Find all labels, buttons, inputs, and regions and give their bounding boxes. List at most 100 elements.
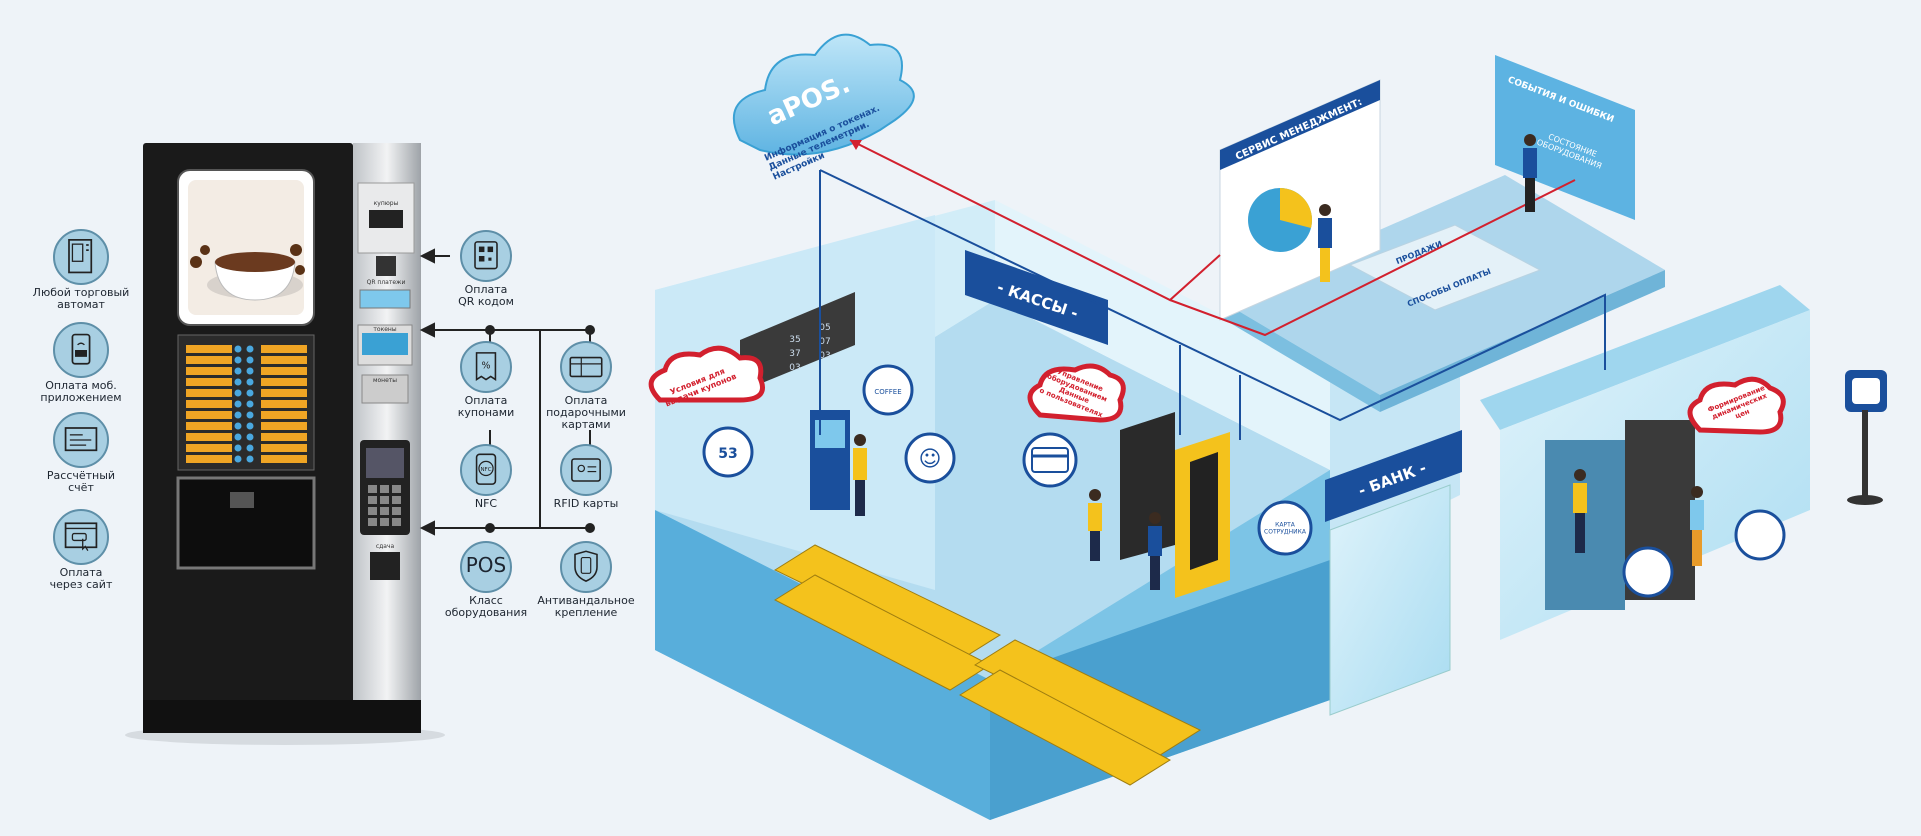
bubble-qr xyxy=(1622,546,1674,598)
rfid-card-icon xyxy=(571,458,601,482)
selection-button xyxy=(246,422,254,430)
payment-nfc-circle: NFC xyxy=(460,444,512,496)
selection-slot xyxy=(186,345,232,353)
browser-click-icon xyxy=(64,522,98,552)
selection-slot xyxy=(186,444,232,452)
red-link-2 xyxy=(1169,179,1576,337)
machine-label-change: сдача xyxy=(376,543,395,550)
selection-slot xyxy=(186,455,232,463)
keypad-key xyxy=(380,485,389,493)
blue-link-2 xyxy=(819,169,1606,422)
nfc-icon: NFC xyxy=(475,453,497,485)
bubble-card-icon xyxy=(1031,447,1069,473)
selection-slot xyxy=(186,356,232,364)
keypad-key xyxy=(392,496,401,504)
selection-slot xyxy=(261,422,307,430)
board-cell-2: 37 xyxy=(789,349,800,359)
selection-button xyxy=(234,345,242,353)
keypad-key xyxy=(392,518,401,526)
feature-website-label: Оплата через сайт xyxy=(49,566,113,591)
selection-slot xyxy=(261,400,307,408)
network-lines xyxy=(819,139,1606,440)
keypad-key xyxy=(368,518,377,526)
departure-board: 35 05 37 07 03 03 xyxy=(740,292,855,392)
selection-button xyxy=(234,455,242,463)
selection-button xyxy=(246,378,254,386)
selection-slot xyxy=(186,422,232,430)
board-cell-1: 05 xyxy=(819,323,830,333)
sales-table: ПРОДАЖИ СПОСОБЫ ОПЛАТЫ xyxy=(1348,224,1542,311)
shield-terminal-icon xyxy=(574,550,598,582)
red-cloud-coupons: Условия длявыдачи купонов xyxy=(648,345,765,409)
feature-invoice-label: Рассчётный счёт xyxy=(46,469,116,494)
bubble-phone xyxy=(1734,509,1786,561)
payment-nfc-label: NFC xyxy=(474,497,498,510)
payment-qr-circle xyxy=(460,230,512,282)
selection-slot xyxy=(261,455,307,463)
selection-slot xyxy=(186,378,232,386)
selection-slot xyxy=(261,444,307,452)
selection-slot xyxy=(261,433,307,441)
selection-button xyxy=(246,367,254,375)
selection-slot xyxy=(261,345,307,353)
payment-antivandal-circle xyxy=(560,541,612,593)
selection-button xyxy=(246,455,254,463)
selection-button xyxy=(234,389,242,397)
selection-slot xyxy=(186,367,232,375)
gift-card-icon xyxy=(569,356,603,378)
coffee-vending-machine xyxy=(125,143,445,745)
selection-slot xyxy=(261,389,307,397)
invoice-icon xyxy=(64,427,98,452)
keypad-key xyxy=(392,507,401,515)
payment-arrows xyxy=(419,248,595,536)
selection-button xyxy=(234,411,242,419)
red-cloud-dynamic: Формированиединамическихцен xyxy=(1687,376,1786,435)
board-cell-5: 03 xyxy=(819,351,830,361)
kiosk xyxy=(810,410,850,510)
machine-label-tokens: токены xyxy=(373,326,396,333)
events-board: СОБЫТИЯ И ОШИБКИ СОСТОЯНИЕОБОРУДОВАНИЯ xyxy=(1495,55,1635,220)
payment-giftcards-circle xyxy=(560,341,612,393)
board-cell-3: 07 xyxy=(819,337,830,347)
feature-invoice-circle xyxy=(53,412,109,468)
payment-coupons-circle: % xyxy=(460,341,512,393)
benches xyxy=(773,544,1202,786)
board-cell-0: 35 xyxy=(789,335,800,345)
keypad-key xyxy=(368,496,377,504)
selection-button xyxy=(234,400,242,408)
hall-vending-machines xyxy=(1120,412,1230,598)
bubble-smile xyxy=(904,432,956,484)
cashier-sign: - КАССЫ - xyxy=(965,250,1108,345)
selection-button xyxy=(234,444,242,452)
machine-label-qr: QR платежи xyxy=(367,279,406,286)
payment-pos-label: Класс оборудования xyxy=(444,594,528,619)
selection-button xyxy=(234,356,242,364)
svg-text:%: % xyxy=(482,361,491,372)
svg-text:NFC: NFC xyxy=(480,467,491,473)
payment-rfid-circle xyxy=(560,444,612,496)
selection-button xyxy=(246,400,254,408)
payment-antivandal-label: Антивандальное крепление xyxy=(537,594,635,619)
bubble-smile-text: ☺ xyxy=(919,447,942,472)
machine-label-coins: монеты xyxy=(373,377,397,384)
selection-button xyxy=(246,444,254,452)
people xyxy=(853,134,1704,590)
keypad-key xyxy=(368,507,377,515)
keypad-key xyxy=(380,518,389,526)
dispense-area xyxy=(176,476,316,570)
feature-mobile-app-label: Оплата моб. приложением xyxy=(40,379,122,404)
bubble-coffee xyxy=(862,364,914,416)
qr-code-icon xyxy=(474,241,498,270)
smartphone-nfc-icon xyxy=(71,333,91,365)
coupon-icon: % xyxy=(475,352,497,382)
selection-button xyxy=(234,378,242,386)
selection-button xyxy=(246,356,254,364)
feature-any-vending-circle xyxy=(53,229,109,285)
bubble-kiosk-text: 53 xyxy=(718,446,737,462)
payment-rfid-label: RFID карты xyxy=(553,497,619,510)
payment-coupons-label: Оплата купонами xyxy=(457,394,515,419)
machine-label-bills: купюры xyxy=(374,200,399,207)
selection-button xyxy=(234,422,242,430)
